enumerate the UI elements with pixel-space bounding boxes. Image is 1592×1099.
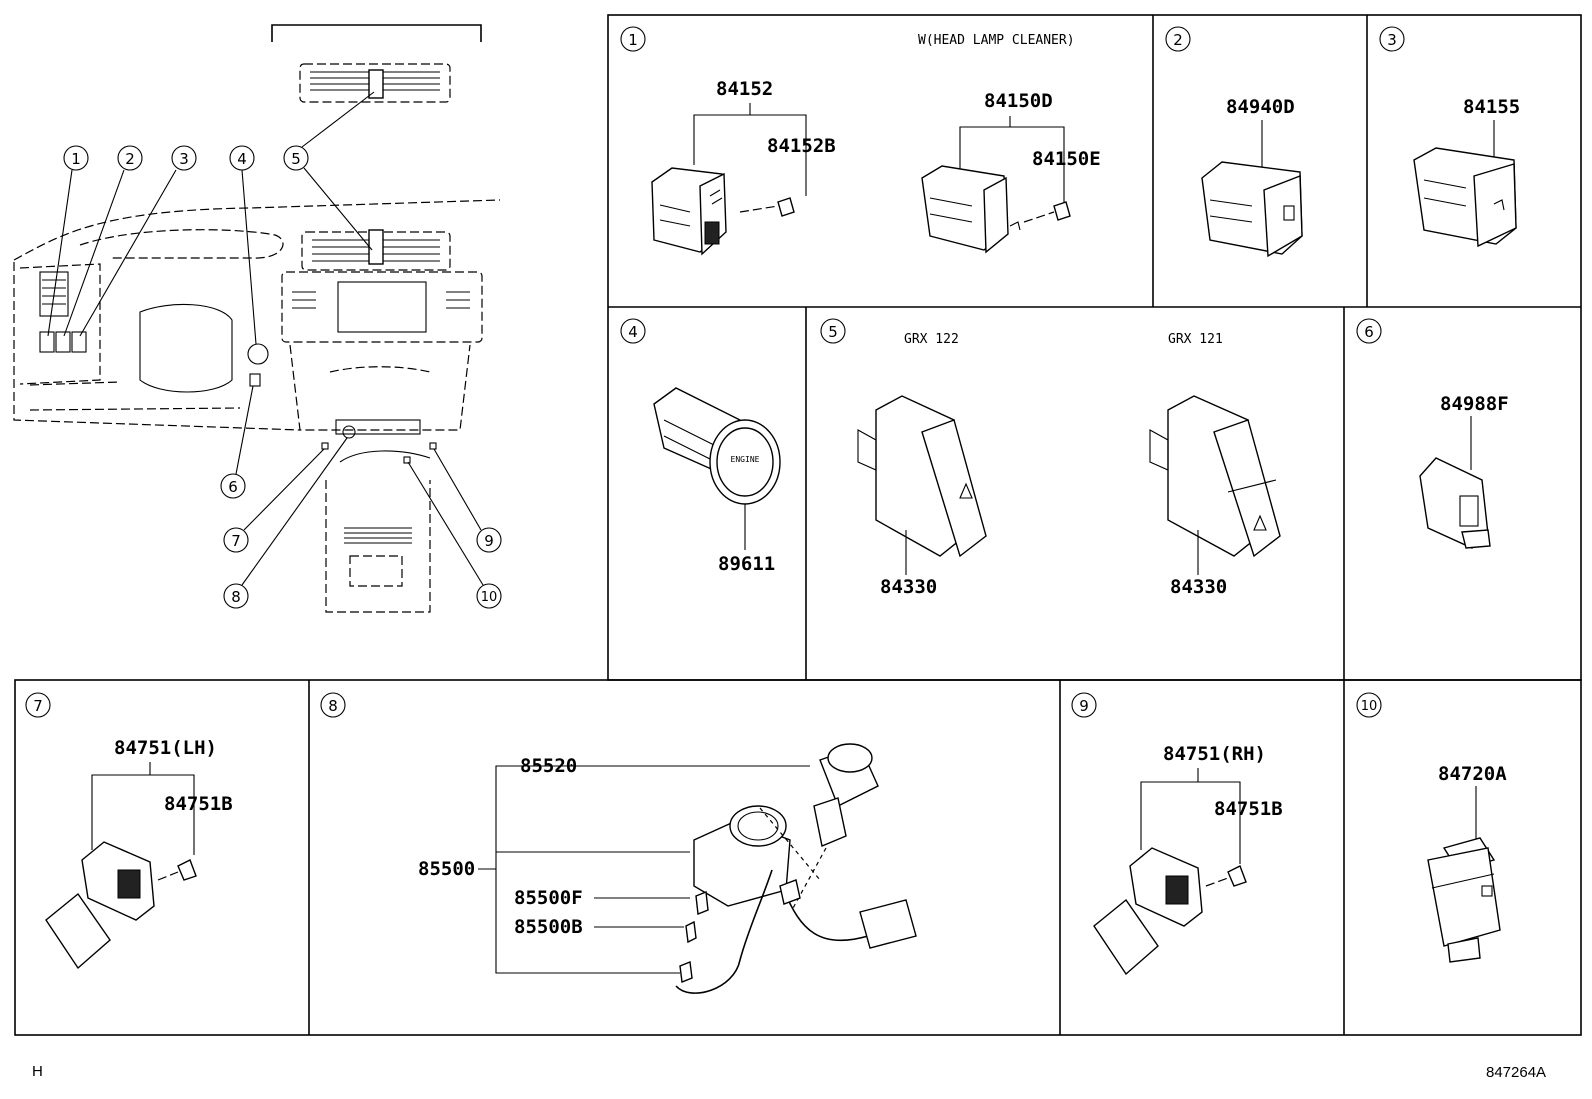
part-label: 85500	[418, 858, 475, 880]
panel-5-note-a: GRX 122	[904, 332, 959, 347]
switch-84940d-drawing	[1201, 161, 1303, 258]
panel-3-number: 3	[1387, 31, 1397, 49]
svg-text:ENGINE: ENGINE	[731, 455, 760, 464]
part-label: 84988F	[1440, 393, 1509, 415]
panel-6-number: 6	[1364, 323, 1374, 341]
switch-84152-drawing	[651, 167, 795, 256]
svg-text:5: 5	[291, 150, 301, 168]
hazard-switch-b-drawing	[1149, 395, 1281, 558]
svg-text:9: 9	[484, 532, 494, 550]
svg-text:2: 2	[125, 150, 135, 168]
panel-2: 2 84940D	[1165, 26, 1303, 258]
part-label: 84152B	[767, 135, 836, 157]
overview-callout-4: 4	[229, 145, 257, 345]
overview-callout-5: 5	[283, 91, 375, 251]
panel-5: 5 GRX 122 GRX 121 84330 84330	[820, 318, 1281, 598]
panel-4-number: 4	[628, 323, 638, 341]
part-label: 84940D	[1226, 96, 1295, 118]
overview-callout-6: 6	[220, 385, 254, 499]
switch-84751-rh-drawing	[1093, 847, 1247, 976]
part-label: 84150E	[1032, 148, 1101, 170]
svg-text:3: 3	[179, 150, 189, 168]
panel-7-number: 7	[33, 697, 43, 715]
part-label: 84330	[1170, 576, 1227, 598]
hazard-switch-a-drawing	[857, 395, 987, 558]
panel-10: 10 84720A	[1356, 692, 1507, 963]
part-label: 84751B	[1214, 798, 1283, 820]
start-switch-drawing: ENGINE	[653, 387, 781, 505]
lighter-socket-drawing	[675, 743, 917, 994]
part-label: 85500B	[514, 916, 583, 938]
part-label: 89611	[718, 553, 775, 575]
panel-6: 6 84988F	[1356, 318, 1509, 549]
overview-callout-8: 8	[223, 437, 348, 609]
part-label: 84720A	[1438, 763, 1507, 785]
overview-callout-7: 7	[223, 448, 325, 553]
panel-grid	[14, 14, 1582, 1036]
overview-callout-10: 10	[407, 461, 502, 609]
part-label: 84152	[716, 78, 773, 100]
svg-text:7: 7	[231, 532, 241, 550]
panel-3: 3 84155	[1379, 26, 1520, 248]
panel-1: 1 W(HEAD LAMP CLEANER) 84152 84152B 8415…	[620, 26, 1101, 256]
part-label: 84751(RH)	[1163, 743, 1266, 765]
panel-5-number: 5	[828, 323, 838, 341]
svg-text:6: 6	[228, 478, 238, 496]
panel-7: 7 84751(LH) 84751B	[25, 692, 233, 970]
part-label: 84751B	[164, 793, 233, 815]
switch-84150d-drawing	[921, 165, 1071, 254]
panel-2-number: 2	[1173, 31, 1183, 49]
overview-callout-2: 2	[63, 145, 143, 337]
switch-84720a-drawing	[1427, 837, 1501, 963]
footer-left-code: H	[32, 1063, 43, 1080]
overview-callouts: 1 2 3 4 5 6 7 8 9 10	[47, 91, 502, 609]
svg-text:10: 10	[481, 590, 498, 605]
part-label: 84150D	[984, 90, 1053, 112]
svg-text:4: 4	[237, 150, 247, 168]
panel-8-number: 8	[328, 697, 338, 715]
panel-4: 4 ENGINE 89611	[620, 318, 781, 575]
switch-84751-lh-drawing	[45, 841, 197, 970]
panel-9-number: 9	[1079, 697, 1089, 715]
svg-text:1: 1	[71, 150, 81, 168]
part-label: 85500F	[514, 887, 583, 909]
overview-callout-9: 9	[433, 448, 502, 553]
panel-9: 9 84751(RH) 84751B	[1071, 692, 1283, 976]
part-label: 84751(LH)	[114, 737, 217, 759]
overview-callout-1: 1	[47, 145, 89, 337]
dashboard-overview	[13, 24, 501, 613]
panel-1-note: W(HEAD LAMP CLEANER)	[918, 33, 1075, 48]
panel-5-note-b: GRX 121	[1168, 332, 1223, 347]
overview-callout-3: 3	[79, 145, 197, 337]
switch-84155-drawing	[1413, 147, 1517, 248]
panel-10-number: 10	[1361, 699, 1378, 714]
svg-text:8: 8	[231, 588, 241, 606]
part-label: 84330	[880, 576, 937, 598]
switch-84988f-drawing	[1419, 457, 1491, 549]
panel-8: 8 85520 85500 85500F 85500B	[320, 692, 917, 994]
footer-diagram-id: 847264A	[1486, 1064, 1546, 1081]
part-label: 84155	[1463, 96, 1520, 118]
panel-1-number: 1	[628, 31, 638, 49]
